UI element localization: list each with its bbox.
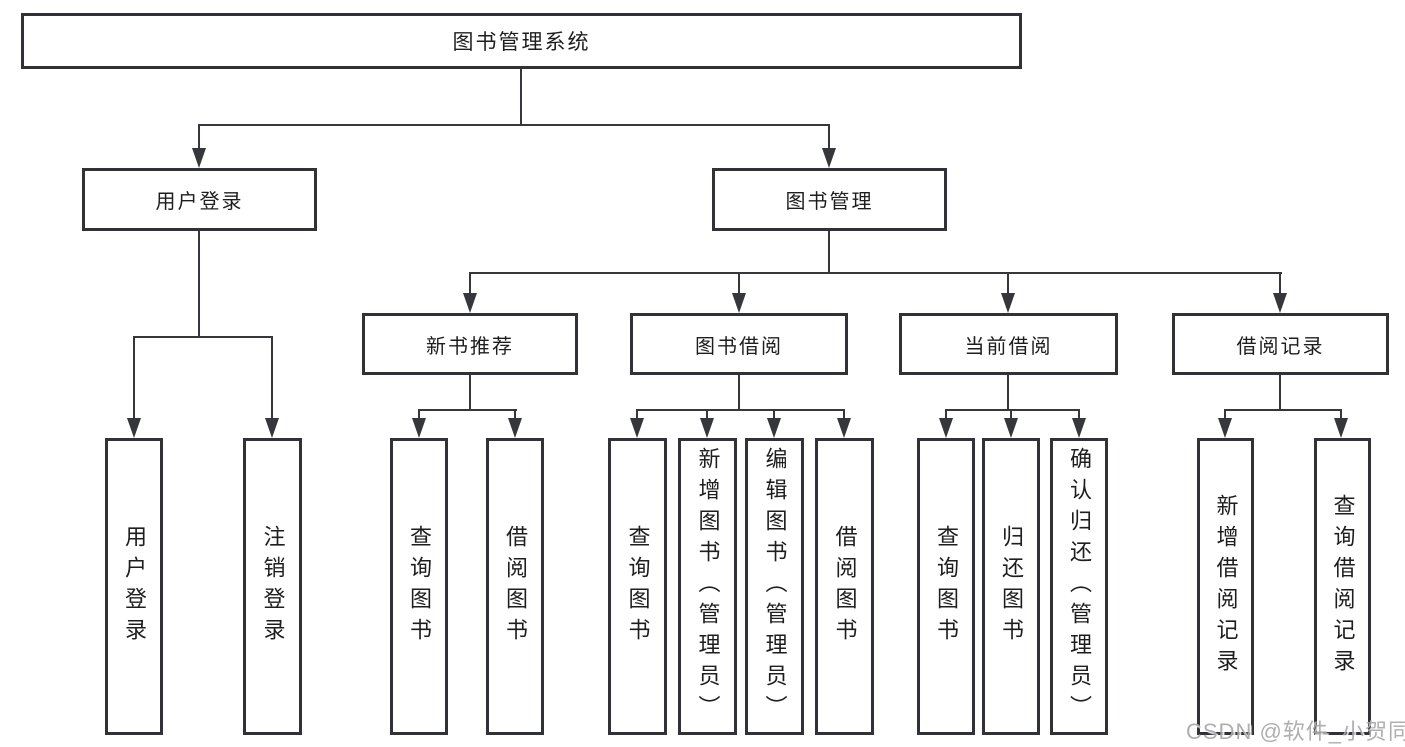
connector-current-borrowing-drop xyxy=(1007,272,1009,297)
arrow-down-icon xyxy=(1072,418,1086,438)
connector-drop xyxy=(636,409,638,422)
node-label: 当前借阅 xyxy=(964,335,1053,358)
leaf-borrowing-query-books: 查询图书 xyxy=(608,438,667,735)
node-label: 借阅图书 xyxy=(832,524,858,649)
arrow-down-icon xyxy=(412,418,426,438)
node-library-management-system: 图书管理系统 xyxy=(21,13,1022,69)
connector-book-management-drop xyxy=(828,124,830,152)
arrow-down-icon xyxy=(1218,418,1232,438)
connector-book-borrowing-stem xyxy=(738,375,740,411)
arrow-down-icon xyxy=(767,418,781,438)
connector-user-login-rail xyxy=(133,336,273,338)
node-label: 确认归还（管理员） xyxy=(1067,447,1092,726)
connector-root-stem xyxy=(520,69,522,124)
arrow-down-icon xyxy=(732,293,746,313)
connector-user-login-stem xyxy=(198,231,200,338)
connector-level2-rail xyxy=(198,124,830,126)
arrow-down-icon xyxy=(700,418,714,438)
leaf-records-query-borrow-record: 查询借阅记录 xyxy=(1314,438,1371,735)
connector-current-borrowing-stem xyxy=(1007,375,1009,411)
leaf-recommend-borrow-books: 借阅图书 xyxy=(486,438,544,735)
node-label: 编辑图书（管理员） xyxy=(762,447,788,726)
connector-level3-rail xyxy=(469,272,1282,274)
node-book-borrowing: 图书借阅 xyxy=(630,313,848,375)
node-label: 新增图书（管理员） xyxy=(695,447,721,726)
node-label: 用户登录 xyxy=(155,191,244,213)
node-borrowing-records: 借阅记录 xyxy=(1172,313,1389,375)
connector-borrowing-records-stem xyxy=(1279,375,1281,411)
node-label: 新书推荐 xyxy=(426,335,514,358)
leaf-logout-login: 注销登录 xyxy=(243,438,302,735)
connector-recommend-rail xyxy=(418,409,517,411)
connector-drop xyxy=(706,409,708,422)
arrow-down-icon xyxy=(1273,293,1287,313)
arrow-down-icon xyxy=(508,418,522,438)
leaf-borrowing-borrow-books: 借阅图书 xyxy=(815,438,874,735)
arrow-down-icon xyxy=(1334,418,1348,438)
arrow-down-icon xyxy=(192,148,206,168)
connector-borrowing-records-drop xyxy=(1279,272,1281,297)
connector-book-management-stem xyxy=(828,231,830,274)
arrow-down-icon xyxy=(939,418,953,438)
connector-new-book-recommend-stem xyxy=(469,375,471,411)
arrow-down-icon xyxy=(1001,293,1015,313)
leaf-borrowing-add-books-admin: 新增图书（管理员） xyxy=(678,438,737,735)
leaf-user-login: 用户登录 xyxy=(105,438,163,735)
arrow-down-icon xyxy=(837,418,851,438)
node-label: 图书管理系统 xyxy=(452,31,591,54)
connector-drop xyxy=(514,409,516,422)
connector-new-book-recommend-drop xyxy=(469,272,471,297)
node-label: 查询图书 xyxy=(407,524,432,649)
node-label: 查询借阅记录 xyxy=(1330,493,1356,680)
node-label: 归还图书 xyxy=(999,524,1024,649)
leaf-current-confirm-return-admin: 确认归还（管理员） xyxy=(1050,438,1108,735)
connector-drop xyxy=(773,409,775,422)
leaf-recommend-query-books: 查询图书 xyxy=(390,438,448,735)
connector-drop xyxy=(1224,409,1226,422)
connector-leaf-user-login-drop xyxy=(133,336,135,422)
arrow-down-icon xyxy=(463,293,477,313)
connector-user-login-drop xyxy=(198,124,200,152)
connector-drop xyxy=(1010,409,1012,422)
node-label: 新增借阅记录 xyxy=(1213,493,1239,680)
leaf-records-add-borrow-record: 新增借阅记录 xyxy=(1197,438,1254,735)
connector-drop xyxy=(1340,409,1342,422)
connector-drop xyxy=(1078,409,1080,422)
arrow-down-icon xyxy=(127,418,141,438)
node-new-book-recommendation: 新书推荐 xyxy=(362,313,578,375)
connector-leaf-logout-drop xyxy=(271,336,273,422)
node-label: 借阅记录 xyxy=(1236,335,1325,358)
connector-drop xyxy=(945,409,947,422)
node-label: 图书管理 xyxy=(785,191,874,213)
node-book-management: 图书管理 xyxy=(712,168,947,231)
arrow-down-icon xyxy=(265,418,279,438)
connector-current-rail xyxy=(945,409,1080,411)
connector-drop xyxy=(418,409,420,422)
csdn-watermark: CSDN @软件_小贺同学 xyxy=(1186,719,1405,744)
node-label: 注销登录 xyxy=(260,524,286,649)
arrow-down-icon xyxy=(630,418,644,438)
connector-records-rail xyxy=(1224,409,1342,411)
arrow-down-icon xyxy=(822,148,836,168)
node-user-login: 用户登录 xyxy=(82,168,317,231)
leaf-borrowing-edit-books-admin: 编辑图书（管理员） xyxy=(745,438,804,735)
node-label: 查询图书 xyxy=(625,524,651,649)
node-label: 查询图书 xyxy=(934,524,959,649)
leaf-current-return-books: 归还图书 xyxy=(982,438,1040,735)
leaf-current-query-books: 查询图书 xyxy=(917,438,975,735)
node-label: 图书借阅 xyxy=(695,335,783,358)
node-label: 用户登录 xyxy=(122,524,147,649)
node-current-borrowing: 当前借阅 xyxy=(899,313,1118,375)
connector-borrowing-rail xyxy=(636,409,845,411)
node-label: 借阅图书 xyxy=(503,524,528,649)
connector-book-borrowing-drop xyxy=(738,272,740,297)
arrow-down-icon xyxy=(1004,418,1018,438)
connector-drop xyxy=(843,409,845,422)
